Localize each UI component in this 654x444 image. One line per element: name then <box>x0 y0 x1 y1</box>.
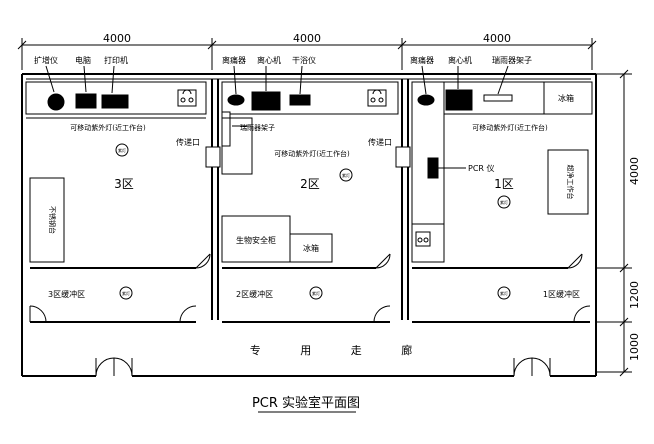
label-uv-lamp-1: 可移动紫外灯(近工作台) <box>472 123 548 132</box>
zone-2: 离痛器 离心机 干浴仪 瑞雨器架子 可移动紫外灯(近工作台) 紫灯 2区 生物安… <box>221 55 399 300</box>
uv-lamp-icon <box>309 286 323 300</box>
label-pipette-rack: 瑞雨器架子 <box>492 55 532 65</box>
label-stainless-table: 不锈钢台 <box>48 206 57 234</box>
plan-title: PCR 实验室平面图 <box>252 395 360 411</box>
zone-3: 扩增仪 电脑 打印机 可移动紫外灯(近工作台) 紫灯 3区 不锈钢台 3区缓冲区… <box>25 55 207 300</box>
centrifuge-machine-icon <box>251 91 281 111</box>
dim-right-1: 4000 <box>628 157 641 185</box>
outer-walls <box>21 73 597 377</box>
uv-lamp-mark: 紫灯 <box>122 290 130 296</box>
label-clean-bench: 超净工作台 <box>566 165 575 200</box>
label-pcr-device: PCR 仪 <box>468 164 495 173</box>
right-dimension: 4000 1200 1000 <box>596 69 641 377</box>
zone-1-label: 1区 <box>494 177 514 191</box>
uv-lamp-icon <box>115 143 129 157</box>
corridor-doors <box>95 357 551 377</box>
label-amplifier: 扩增仪 <box>34 55 58 65</box>
uv-lamp-mark: 紫灯 <box>500 290 508 296</box>
label-uv-lamp-3: 可移动紫外灯(近工作台) <box>70 123 146 132</box>
partitions <box>211 79 409 320</box>
label-centrifuge-c: 离痛器 <box>410 55 434 65</box>
label-pass-window-2: 传递口 <box>368 137 392 147</box>
label-uv-lamp-2: 可移动紫外灯(近工作台) <box>274 149 350 158</box>
amplifier-icon <box>47 93 65 111</box>
pass-window-2: 传递口 <box>368 137 411 168</box>
zone-3-label: 3区 <box>114 177 134 191</box>
uv-lamp-icon <box>339 168 353 182</box>
sink-icon <box>411 223 445 263</box>
label-centrifuge-d: 离心机 <box>448 55 472 65</box>
dim-top-3: 4000 <box>483 32 511 45</box>
label-centrifuge-a: 离痛器 <box>222 55 246 65</box>
buffer-2-label: 2区缓冲区 <box>236 289 273 299</box>
computer-icon <box>75 93 97 109</box>
buffer-1-label: 1区缓冲区 <box>543 289 580 299</box>
corridor-label: 专 用 走 廊 <box>250 343 431 357</box>
dry-bath-icon <box>289 94 311 106</box>
buffer-walls <box>29 253 591 323</box>
buffer-3-label: 3区缓冲区 <box>48 289 85 299</box>
label-rack-zone2: 瑞雨器架子 <box>240 123 275 132</box>
uv-lamp-mark: 紫灯 <box>342 172 350 178</box>
sink-icon <box>367 89 387 107</box>
dim-top-1: 4000 <box>103 32 131 45</box>
label-pass-window-1: 传递口 <box>176 137 200 147</box>
label-freezer-2: 冰箱 <box>303 243 319 253</box>
uv-lamp-mark: 紫灯 <box>118 147 126 153</box>
dim-right-3: 1000 <box>628 333 641 361</box>
label-centrifuge-b: 离心机 <box>257 55 281 65</box>
pipette-rack-icon <box>483 94 513 102</box>
zone-2-label: 2区 <box>300 177 320 191</box>
freezer-1 <box>543 81 593 115</box>
rack <box>221 111 231 147</box>
uv-lamp-icon <box>497 286 511 300</box>
pcr-device-icon <box>427 157 439 179</box>
uv-lamp-mark: 紫灯 <box>312 290 320 296</box>
label-freezer-1: 冰箱 <box>558 93 574 103</box>
freezer-2 <box>289 233 333 263</box>
top-dimension: 4000 4000 4000 <box>17 32 597 70</box>
uv-lamp-icon <box>497 195 511 209</box>
dim-top-2: 4000 <box>293 32 321 45</box>
clean-bench <box>547 149 589 215</box>
sink-icon <box>177 89 197 107</box>
centrifuge-machine-icon <box>445 89 473 111</box>
uv-lamp-mark: 紫灯 <box>500 199 508 205</box>
label-bio-cabinet: 生物安全柜 <box>236 235 276 245</box>
stainless-table <box>29 177 65 263</box>
uv-lamp-icon <box>119 286 133 300</box>
label-printer: 打印机 <box>104 55 128 65</box>
dim-right-2: 1200 <box>628 281 641 309</box>
zone-1: 冰箱 离痛器 离心机 瑞雨器架子 可移动紫外灯(近工作台) PCR 仪 1区 紫… <box>410 55 593 300</box>
label-dry-bath: 干浴仪 <box>292 55 316 65</box>
pass-window-1: 传递口 <box>176 137 221 168</box>
centrifuge-icon <box>227 94 245 106</box>
printer-icon <box>101 94 129 109</box>
label-computer: 电脑 <box>75 55 91 65</box>
centrifuge-icon <box>417 94 435 106</box>
